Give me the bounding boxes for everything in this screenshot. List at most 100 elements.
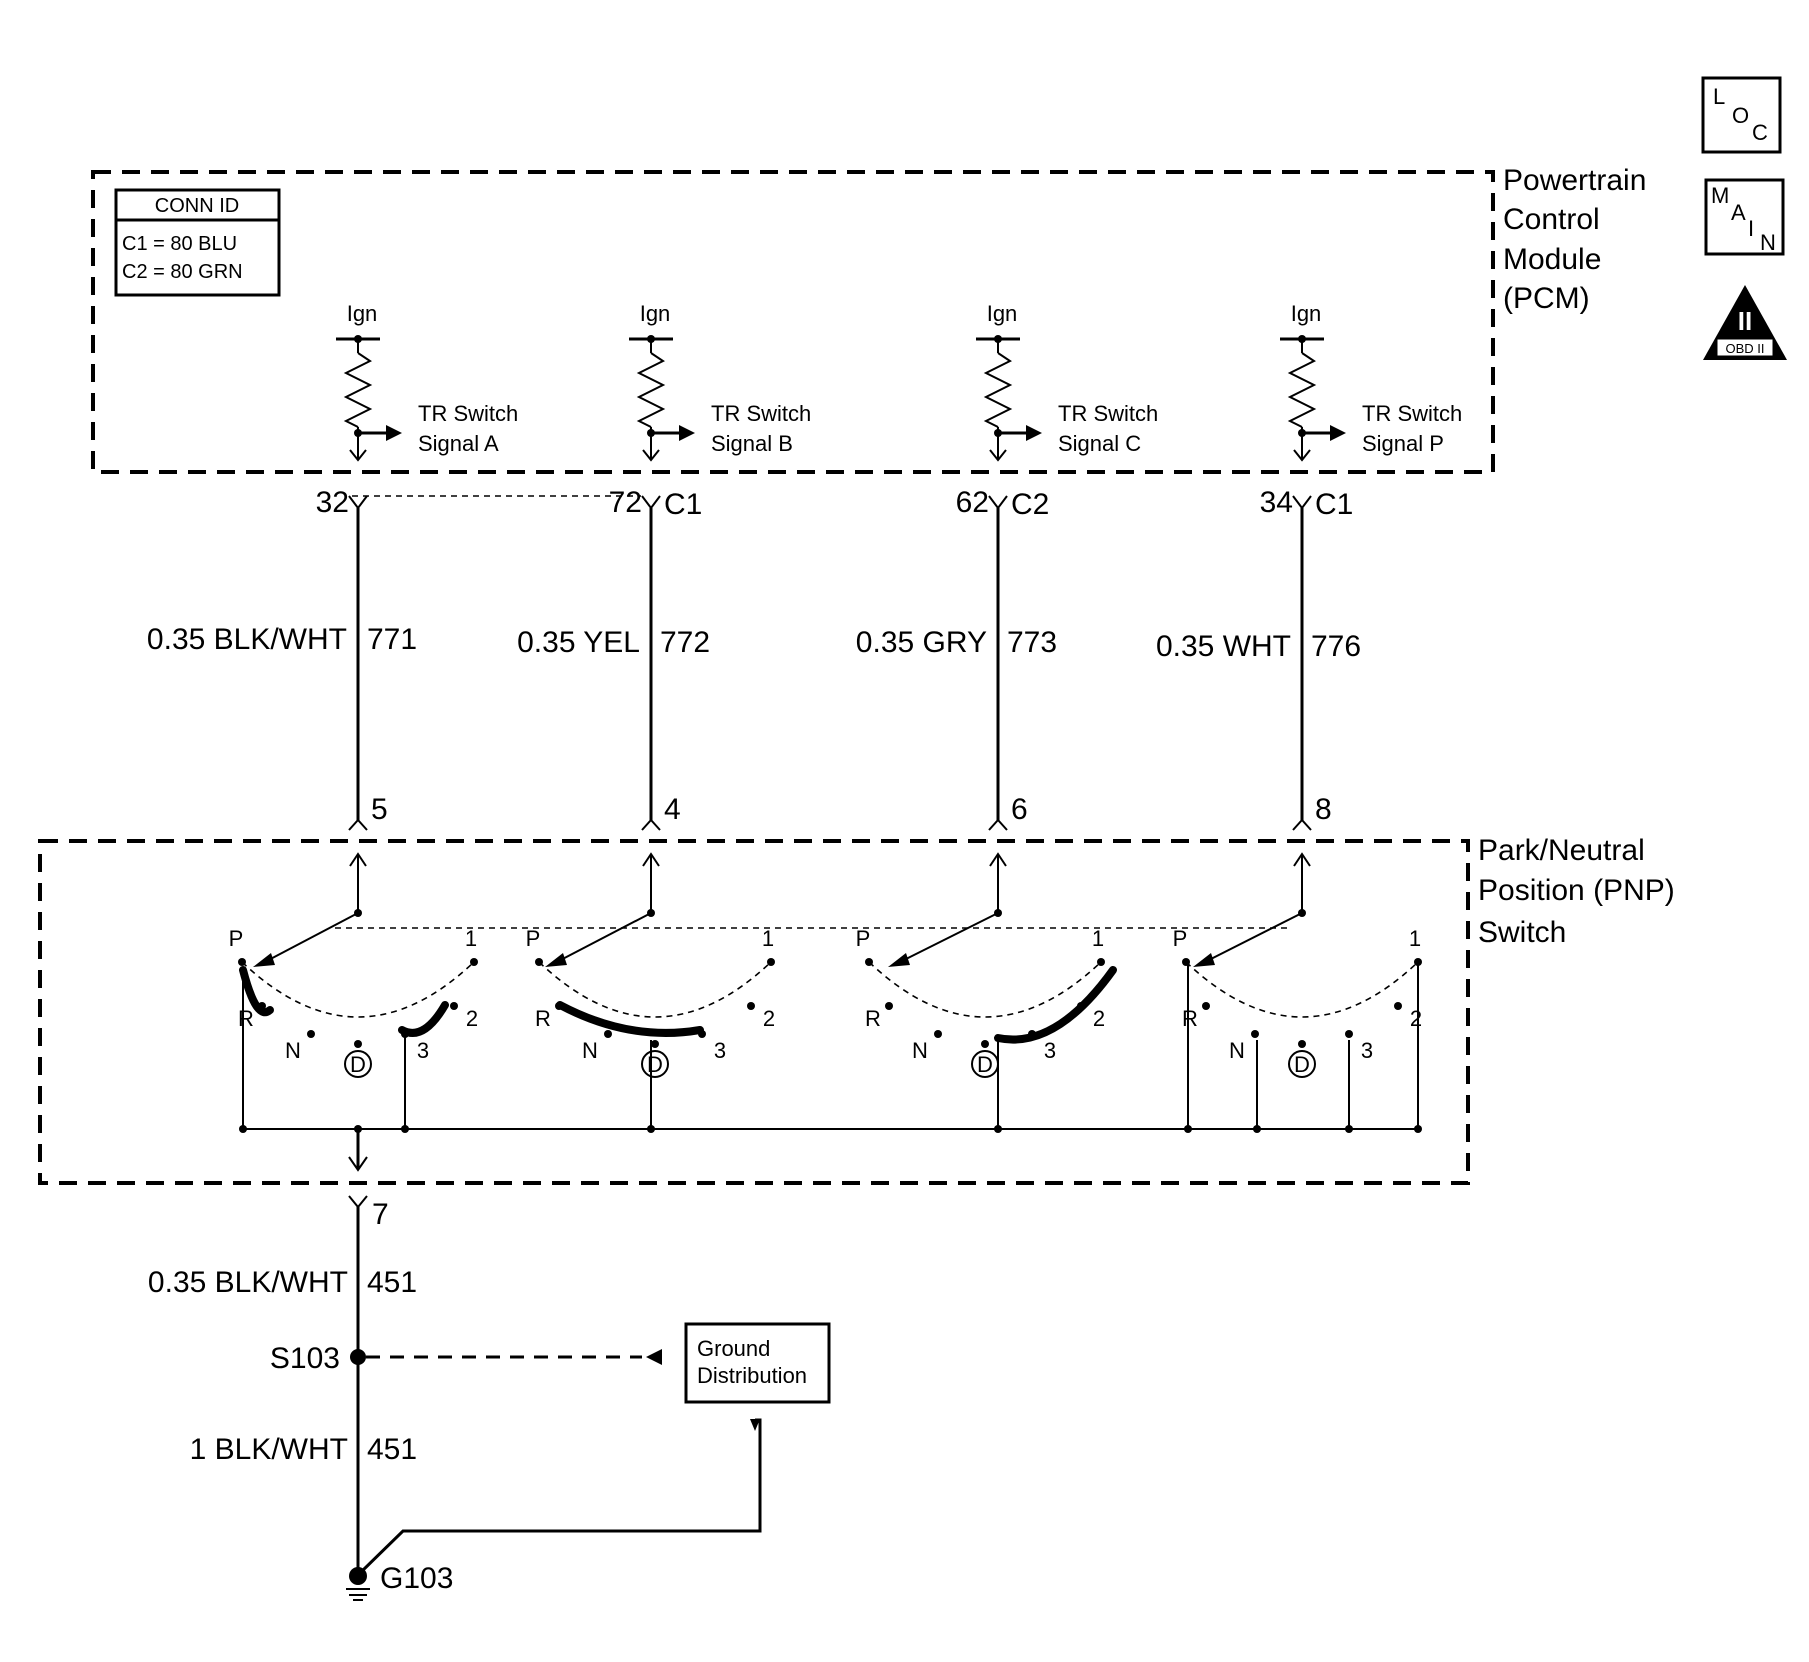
ign-label: Ign xyxy=(640,301,671,326)
wiper-arm xyxy=(552,912,652,965)
position-label: R xyxy=(1182,1006,1198,1031)
signal-label: TR Switch xyxy=(1362,401,1462,426)
signal-label: TR Switch xyxy=(711,401,811,426)
position-label: N xyxy=(1229,1038,1245,1063)
signal-label: Signal P xyxy=(1362,431,1444,456)
up-arrow-icon xyxy=(642,852,660,867)
pnp-pin-number: 8 xyxy=(1315,793,1332,826)
position-label: 1 xyxy=(1409,926,1421,951)
ground-label: G103 xyxy=(380,1562,453,1595)
svg-text:A: A xyxy=(1731,200,1746,225)
pnp-pin-number: 4 xyxy=(664,793,681,826)
wire-spec: 1 BLK/WHT xyxy=(190,1433,348,1466)
ground-point-g103[interactable] xyxy=(349,1567,367,1585)
connector-pin-icon xyxy=(348,495,368,510)
circuit-number: 776 xyxy=(1311,630,1361,663)
svg-text:CONN ID: CONN ID xyxy=(155,195,239,217)
switch-arc xyxy=(868,961,1102,1018)
position-label: D xyxy=(350,1052,366,1077)
pnp-pin-number: 6 xyxy=(1011,793,1028,826)
position-label: R xyxy=(238,1006,254,1031)
svg-text:N: N xyxy=(1760,230,1776,255)
position-label: P xyxy=(229,926,244,951)
position-label: 3 xyxy=(714,1038,726,1063)
signal-label: Signal C xyxy=(1058,431,1141,456)
connector-pin-icon xyxy=(348,818,368,831)
up-arrow-icon xyxy=(989,852,1007,867)
circuit-number: 773 xyxy=(1007,626,1057,659)
drive-position-icon xyxy=(1288,1050,1316,1078)
resistor-icon xyxy=(636,352,666,428)
closed-contact-arc xyxy=(398,1001,449,1037)
connector-pin-icon xyxy=(1292,818,1312,831)
svg-text:I: I xyxy=(1748,216,1754,241)
position-label: 3 xyxy=(1044,1038,1056,1063)
signal-arrow-icon xyxy=(1026,425,1042,441)
splice-s103[interactable] xyxy=(350,1349,366,1365)
wiper-arm xyxy=(260,912,359,965)
signal-arrow-icon xyxy=(1330,425,1346,441)
circuit-wire[interactable]: 32 0.35 BLK/WHT 771 5 xyxy=(147,486,417,831)
connector-pin-icon xyxy=(641,818,661,831)
connector-pin-7 xyxy=(348,1195,368,1209)
resistor-icon xyxy=(1287,352,1317,428)
signal-label: Signal A xyxy=(418,431,499,456)
pcm-module: Powertrain Control Module (PCM) CONN ID … xyxy=(91,164,1646,474)
wiper-arm xyxy=(1200,912,1303,965)
up-arrow-icon xyxy=(1293,852,1311,867)
pcm-connector-id: C1 xyxy=(1315,488,1353,521)
ign-label: Ign xyxy=(347,301,378,326)
position-label: 2 xyxy=(763,1006,775,1031)
svg-text:Distribution: Distribution xyxy=(697,1363,807,1388)
svg-text:O: O xyxy=(1732,103,1749,128)
drive-position-icon xyxy=(344,1050,372,1078)
main-icon[interactable]: M A I N xyxy=(1704,178,1785,256)
wire-spec: 0.35 BLK/WHT xyxy=(147,623,347,656)
pnp-pin-number: 5 xyxy=(371,793,388,826)
position-label: 2 xyxy=(1410,1006,1422,1031)
switch-arc xyxy=(1185,961,1419,1018)
obd-ii-icon[interactable]: II OBD II xyxy=(1703,285,1787,360)
resistor-icon xyxy=(983,352,1013,428)
splice-label: S103 xyxy=(270,1342,340,1375)
pcm-pin-number: 32 xyxy=(316,486,349,519)
pcm-connector-id: C1 xyxy=(664,488,702,521)
position-label: 3 xyxy=(417,1038,429,1063)
switch-arc xyxy=(538,961,772,1018)
position-label: R xyxy=(535,1006,551,1031)
pin-label: 7 xyxy=(372,1198,389,1231)
position-label: 1 xyxy=(465,926,477,951)
position-label: N xyxy=(582,1038,598,1063)
position-label: N xyxy=(285,1038,301,1063)
position-label: P xyxy=(1173,926,1188,951)
circuit-wire[interactable]: 62 C2 0.35 GRY 773 6 xyxy=(856,486,1057,831)
wire-spec: 0.35 GRY xyxy=(856,626,987,659)
ground-circuit: 7 0.35 BLK/WHT 451 S103 Ground Distribut… xyxy=(148,1129,831,1601)
circuit-number: 451 xyxy=(367,1433,417,1466)
pnp-name-line: Park/Neutral xyxy=(1478,834,1645,867)
wire-spec: 0.35 WHT xyxy=(1156,630,1291,663)
signal-arrow-icon xyxy=(679,425,695,441)
loc-icon[interactable]: L O C xyxy=(1701,76,1782,154)
closed-contact-arc xyxy=(239,966,274,1016)
drive-position-icon xyxy=(641,1050,669,1078)
pcm-connector-id: C2 xyxy=(1011,488,1049,521)
pnp-name-line: Switch xyxy=(1478,916,1566,949)
svg-text:C2 = 80 GRN: C2 = 80 GRN xyxy=(122,261,243,283)
position-label: 2 xyxy=(1093,1006,1105,1031)
pcm-name-line: Powertrain xyxy=(1503,164,1646,197)
ground-distribution-arrow xyxy=(646,1349,662,1365)
pcm-pin-number: 72 xyxy=(609,486,642,519)
pcm-name-line: Module xyxy=(1503,243,1601,276)
ground-distribution-box[interactable]: Ground Distribution xyxy=(684,1322,831,1404)
circuit-number: 771 xyxy=(367,623,417,656)
pcm-pin-number: 62 xyxy=(956,486,989,519)
pnp-switch: Park/Neutral Position (PNP) Switch PRND3… xyxy=(38,834,1675,1185)
